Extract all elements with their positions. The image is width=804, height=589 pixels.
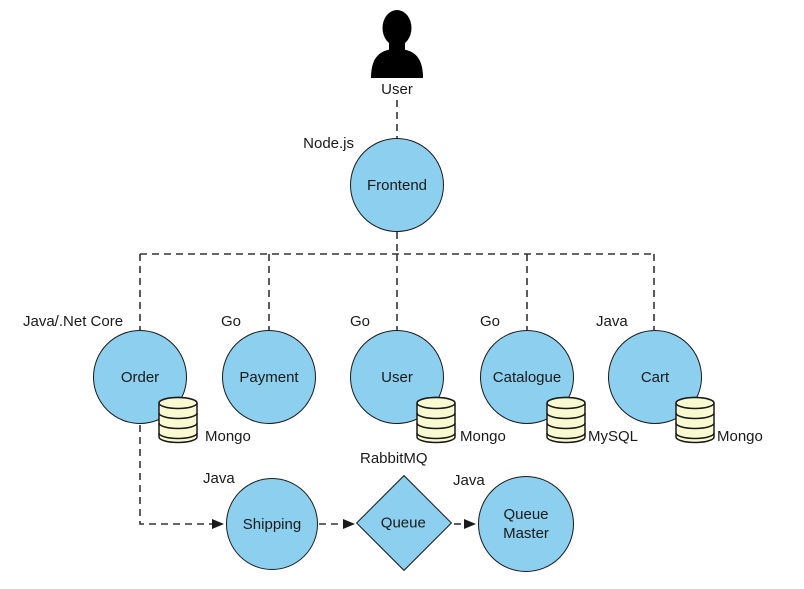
mysql-database-icon bbox=[546, 396, 586, 444]
tech-label-queue: RabbitMQ bbox=[360, 450, 428, 467]
db-label-cart: Mongo bbox=[717, 428, 763, 445]
node-frontend: Frontend bbox=[350, 138, 444, 232]
db-label-order: Mongo bbox=[205, 428, 251, 445]
node-label: Catalogue bbox=[492, 368, 562, 386]
db-label-user-service: Mongo bbox=[460, 428, 506, 445]
node-label: Cart bbox=[640, 368, 670, 386]
actor-label: User bbox=[381, 81, 413, 98]
node-catalogue: Catalogue bbox=[480, 330, 574, 424]
node-label: Shipping bbox=[242, 515, 302, 533]
node-label: Order bbox=[120, 368, 160, 386]
tech-label-cart: Java bbox=[596, 313, 628, 330]
mongo-database-icon bbox=[416, 396, 456, 444]
db-label-catalogue: MySQL bbox=[588, 428, 639, 445]
tech-label-user-service: Go bbox=[350, 313, 371, 330]
user-icon bbox=[371, 10, 423, 78]
node-label: Payment bbox=[239, 368, 299, 386]
node-label: Queue Master bbox=[503, 506, 549, 542]
tech-label-queue-master: Java bbox=[453, 472, 485, 489]
arrowhead-queue bbox=[343, 519, 355, 529]
tech-label-catalogue: Go bbox=[480, 313, 501, 330]
arrowhead-shipping bbox=[212, 519, 224, 529]
node-label: User bbox=[381, 368, 413, 386]
node-label: Queue bbox=[381, 514, 427, 532]
node-queue-master: Queue Master bbox=[478, 476, 574, 572]
mongo-database-icon bbox=[158, 396, 198, 444]
mongo-database-icon bbox=[675, 396, 715, 444]
tech-label-payment: Go bbox=[221, 313, 242, 330]
node-shipping: Shipping bbox=[226, 478, 318, 570]
arrowhead-queuemaster bbox=[464, 519, 476, 529]
tech-label-order: Java/.Net Core bbox=[23, 313, 124, 330]
tech-label-frontend: Node.js bbox=[303, 135, 354, 152]
node-label: Frontend bbox=[366, 176, 428, 194]
tech-label-shipping: Java bbox=[203, 470, 235, 487]
node-payment: Payment bbox=[222, 330, 316, 424]
edge-order-shipping bbox=[139, 425, 212, 525]
